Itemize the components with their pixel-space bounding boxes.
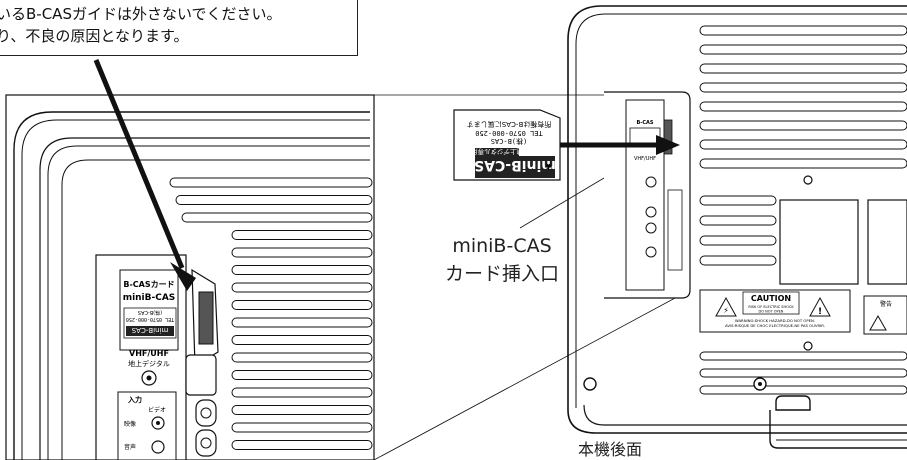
vent-slat (699, 195, 777, 206)
vent-slat (699, 25, 907, 36)
caution-label: ⚡ CAUTION RISK OF ELECTRIC SHOCK DO NOT … (699, 289, 907, 335)
inserted-card-brand: miniB-CAS (131, 326, 168, 334)
insert-arrow-head (656, 135, 680, 155)
star-icon: ★ (544, 160, 553, 171)
rear-card-slot (663, 119, 673, 155)
card-tel: TEL 0570-000-250 (475, 129, 542, 137)
card-slot-label: miniB-CAS カード挿入口 (442, 232, 562, 288)
vent-slat (231, 317, 373, 328)
vent-slat (181, 212, 373, 223)
vent-slat (231, 440, 373, 450)
card-slot (198, 291, 214, 345)
svg-text:!: ! (818, 307, 822, 317)
warning-triangle-icon (715, 296, 737, 317)
zoom-line-bottom (373, 289, 691, 460)
inserted-card-tel: TEL 0570-000-250 (126, 316, 174, 322)
label-pointer-line (519, 177, 605, 229)
callout-line-1: いるB-CASガイドは外さないでください。 (0, 5, 282, 23)
vent-slat (699, 82, 907, 93)
callout-arrow-head (170, 262, 196, 291)
vent-slat (231, 405, 373, 415)
vent-slat (231, 265, 373, 275)
card-notice: 所有権はB-CASに属します (467, 120, 551, 129)
caution-line1: RISK OF ELECTRIC SHOCK (748, 305, 794, 309)
vent-slat (231, 370, 373, 380)
vent-slat (699, 385, 907, 395)
card-subtitle: 地上デジタル専用 (471, 148, 523, 157)
card-brand: miniB-CAS (474, 157, 556, 173)
svg-text:⚡: ⚡ (723, 306, 729, 315)
vent-slats (169, 177, 373, 450)
panel-input-label: 入力 (127, 395, 142, 404)
svg-text:VHF/UHF: VHF/UHF (634, 156, 656, 162)
vent-slat (231, 300, 373, 310)
rear-view: B-CAS VHF/UHF ⚡ CAUTION RISK OF ELECTRIC… (567, 5, 907, 449)
vent-slat (231, 282, 373, 293)
callout-line-2: り、不良の原因となります。 (0, 27, 189, 45)
audio-jack (151, 440, 165, 454)
stand (775, 395, 811, 411)
caution-line2: DO NOT OPEN (759, 310, 784, 314)
vent-slat (699, 101, 907, 112)
vent-slat (699, 235, 777, 246)
panel-audio-jack-label: 音声 (124, 443, 136, 451)
vent-slat (231, 247, 373, 258)
vent-slat (699, 139, 907, 150)
rear-vent-slats (699, 25, 907, 395)
panel-video-jack-label: 映像 (124, 420, 136, 428)
minibcas-card: miniB-CAS 地上デジタル専用 (株)B-CAS TEL 0570-000… (453, 109, 561, 181)
card-slot-label-line-2: カード挿入口 (444, 263, 559, 285)
panel-vhfuhf-label: VHF/UHF (129, 349, 169, 358)
vent-slat (231, 422, 373, 433)
panel-bcas-label: B-CASカード (123, 280, 174, 289)
vent-slat (699, 351, 907, 361)
vent-slat (699, 44, 907, 55)
zoomed-side-view: B-CASカード miniB-CAS miniB-CAS TEL 0570-00… (5, 94, 375, 460)
card-company: (株)B-CAS (491, 137, 528, 146)
card-slot-label-line-1: miniB-CAS (452, 235, 552, 257)
panel-minibcas-label: miniB-CAS (123, 293, 176, 303)
caution-warning-en: WARNING:SHOCK HAZARD-DO NOT OPEN. (735, 318, 815, 323)
vent-slat (699, 255, 777, 266)
caution-warning-fr: AVIS:RISQUE DE CHOC ELECTRIQUE-NE PAS OU… (725, 323, 825, 328)
vent-slat (699, 215, 777, 226)
vent-slat (699, 63, 907, 74)
vent-slat (175, 195, 373, 205)
caution-label-jp: 警告 (880, 300, 892, 308)
vent-slat (699, 368, 907, 378)
vent-slat (231, 335, 373, 345)
vent-slat (231, 387, 373, 398)
vent-slat (699, 158, 907, 169)
vent-slat (231, 230, 373, 240)
panel-terrestrial-label: 地上デジタル (128, 359, 170, 368)
inserted-card-label: miniB-CAS TEL 0570-000-250 (株)B-CAS (123, 307, 177, 339)
vent-slat (699, 120, 907, 131)
svg-text:B-CAS: B-CAS (636, 120, 653, 126)
panel-video-label: ビデオ (148, 406, 166, 414)
inserted-card-company: (株)B-CAS (138, 309, 162, 316)
callout-arrow-shaft (93, 59, 185, 269)
vent-slat (231, 352, 373, 363)
rear-view-label: 本機後面 (578, 440, 643, 459)
caution-title: CAUTION (751, 294, 791, 303)
callout-box: いるB-CASガイドは外さないでください。 り、不良の原因となります。 (0, 0, 358, 56)
exclamation-triangle-icon (809, 296, 831, 317)
vent-slat (169, 177, 373, 188)
